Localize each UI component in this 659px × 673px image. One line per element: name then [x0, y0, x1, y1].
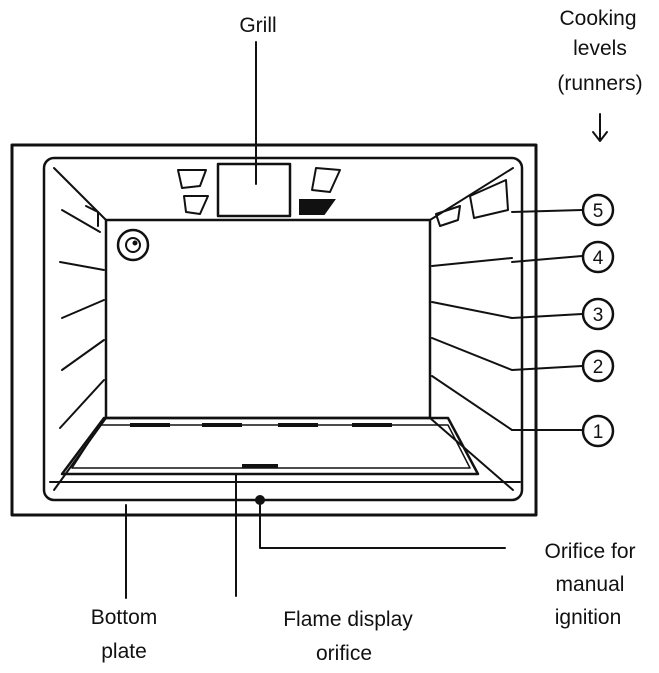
level-badge-1: 1: [581, 414, 615, 448]
leader-lines: [125, 41, 608, 599]
oven-frame: [10, 143, 538, 517]
manual-ignition-orifice: [255, 495, 265, 505]
orifice-manual-label-line1: Orifice for: [544, 540, 635, 563]
level-number-2: 2: [593, 357, 604, 378]
left-runners: [59, 205, 105, 429]
level-badge-3: 3: [581, 297, 615, 331]
level-number-1: 1: [593, 422, 604, 443]
level-number-4: 4: [593, 248, 604, 269]
orifice-manual-label-line3: ignition: [555, 606, 622, 629]
bottom-plate-label-line2: plate: [101, 640, 147, 663]
oven-back-wall: [104, 218, 432, 420]
cooking-levels-label-line3: (runners): [557, 72, 642, 95]
right-runners: [431, 179, 513, 431]
level-badge-4: 4: [581, 240, 615, 274]
bottom-plate: [49, 416, 521, 483]
oven-lamp: [116, 228, 150, 262]
grill-label: Grill: [239, 14, 276, 37]
bottom-plate-label-line1: Bottom: [91, 606, 158, 629]
level-leaders: [511, 209, 583, 431]
cooking-levels-label-line1: Cooking: [559, 7, 636, 30]
cooking-levels-label-line2: levels: [573, 37, 627, 60]
level-badge-2: 2: [581, 349, 615, 383]
level-badge-5: 5: [581, 193, 615, 227]
flame-display-label-line2: orifice: [316, 642, 372, 665]
grill-element: [177, 162, 341, 218]
orifice-manual-label-line2: manual: [556, 573, 625, 596]
level-number-5: 5: [593, 201, 604, 222]
level-number-3: 3: [593, 305, 604, 326]
flame-display-label-line1: Flame display: [283, 608, 413, 631]
